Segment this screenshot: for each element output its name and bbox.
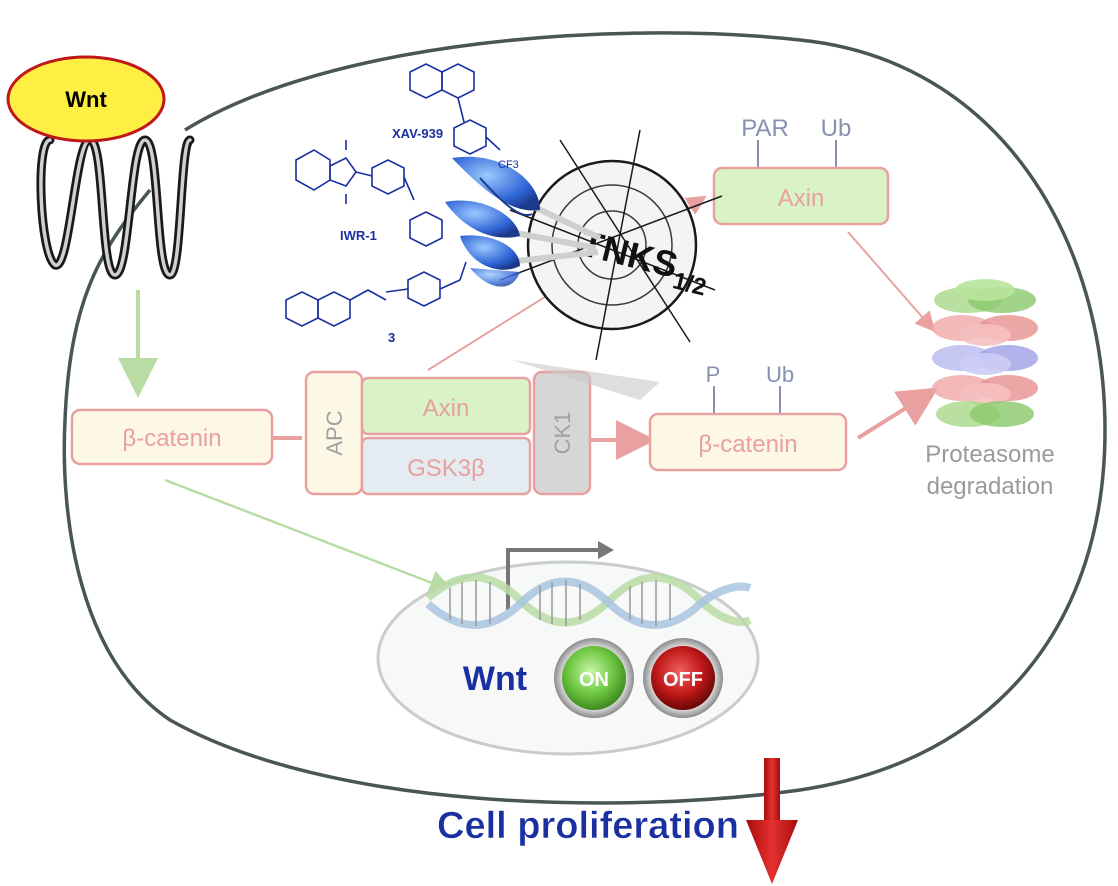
xav939-label: XAV-939 (392, 126, 443, 141)
off-button-label: OFF (663, 669, 703, 691)
phospho-mod-label: P (706, 362, 721, 387)
wnt-ligand (6, 55, 166, 143)
gsk3b-box (360, 436, 532, 496)
wnt-ligand-label: Wnt (65, 87, 107, 112)
apc-label: APC (322, 410, 347, 455)
compound3-structure (285, 261, 467, 327)
target-shadow (512, 360, 660, 400)
axin-complex-label: Axin (423, 395, 470, 422)
par-axin-label: Axin (778, 185, 825, 212)
nucleus-wnt-label: Wnt (463, 660, 527, 698)
beta-catenin-phospho-box (648, 412, 848, 472)
gsk3b-label: GSK3β (407, 455, 485, 482)
proteasome-line1: Proteasome (925, 441, 1054, 468)
apc-box (304, 370, 364, 496)
dart-iwr1 (445, 200, 597, 251)
beta-catenin-phospho-label: β-catenin (698, 431, 797, 458)
transcription-arrow-head (598, 541, 614, 559)
decrease-arrow-icon (746, 758, 798, 884)
par-axin-to-proteasome-arrow (847, 231, 936, 333)
xav939-structure (409, 63, 501, 155)
par-ub-label: Ub (821, 115, 852, 142)
cell-proliferation-label: Cell proliferation (437, 805, 739, 847)
beta-catenin-free-label: β-catenin (122, 425, 221, 452)
dart-xav939 (452, 156, 602, 241)
phospho-ub-label: Ub (766, 362, 794, 387)
cf3-label: CF3 (498, 159, 519, 171)
par-mod-label: PAR (741, 115, 789, 142)
axin-complex-box (360, 376, 532, 436)
cell-membrane (62, 31, 1107, 805)
tnks-target (499, 129, 723, 361)
phospho-to-proteasome-arrow (856, 387, 939, 440)
betacatenin-to-nucleus-arrow (164, 478, 455, 595)
proteasome-line2: degradation (927, 473, 1054, 500)
iwr1-structure (295, 140, 443, 247)
compound3-label: 3 (388, 330, 395, 345)
on-button[interactable]: ON (554, 638, 634, 718)
destruction-complex: APC Axin GSK3β CK1 (304, 370, 592, 496)
on-button-label: ON (579, 669, 609, 691)
off-button[interactable]: OFF (643, 638, 723, 718)
ck1-label: CK1 (550, 412, 575, 455)
iwr1-label: IWR-1 (340, 228, 377, 243)
frizzled-receptor (36, 135, 195, 280)
proteasome-icon (932, 279, 1038, 427)
dna-helix (425, 573, 752, 629)
dart-compound3 (460, 235, 599, 287)
par-axin-box (712, 166, 890, 226)
